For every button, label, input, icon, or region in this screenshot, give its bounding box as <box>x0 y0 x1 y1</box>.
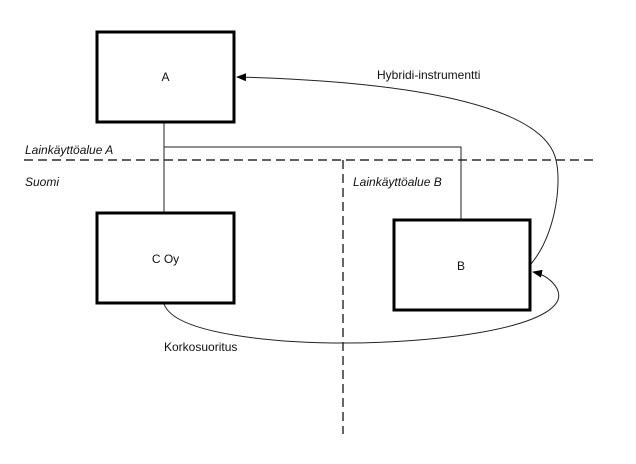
edge-label-hybrid-instrument: Hybridi-instrumentti <box>377 68 480 82</box>
node-c[interactable]: C Oy <box>95 211 236 305</box>
region-label-jurisdiction-a: Lainkäyttöalue A <box>25 143 113 157</box>
region-label-jurisdiction-b: Lainkäyttöalue B <box>353 175 442 189</box>
node-c-box[interactable] <box>95 211 236 305</box>
node-b[interactable]: B <box>392 218 532 312</box>
edge-label-interest-payment: Korkosuoritus <box>164 340 237 354</box>
hybrid-instrument-arrow <box>236 73 559 265</box>
node-c-label: C Oy <box>152 252 179 266</box>
interest-payment-arrow <box>163 269 560 344</box>
node-a-box[interactable] <box>95 30 236 124</box>
connector-a-to-b <box>164 146 462 219</box>
region-label-finland: Suomi <box>25 175 59 189</box>
node-a[interactable]: A <box>95 30 236 124</box>
node-a-label: A <box>161 70 169 84</box>
node-b-label: B <box>457 259 465 273</box>
node-b-box[interactable] <box>392 218 532 312</box>
